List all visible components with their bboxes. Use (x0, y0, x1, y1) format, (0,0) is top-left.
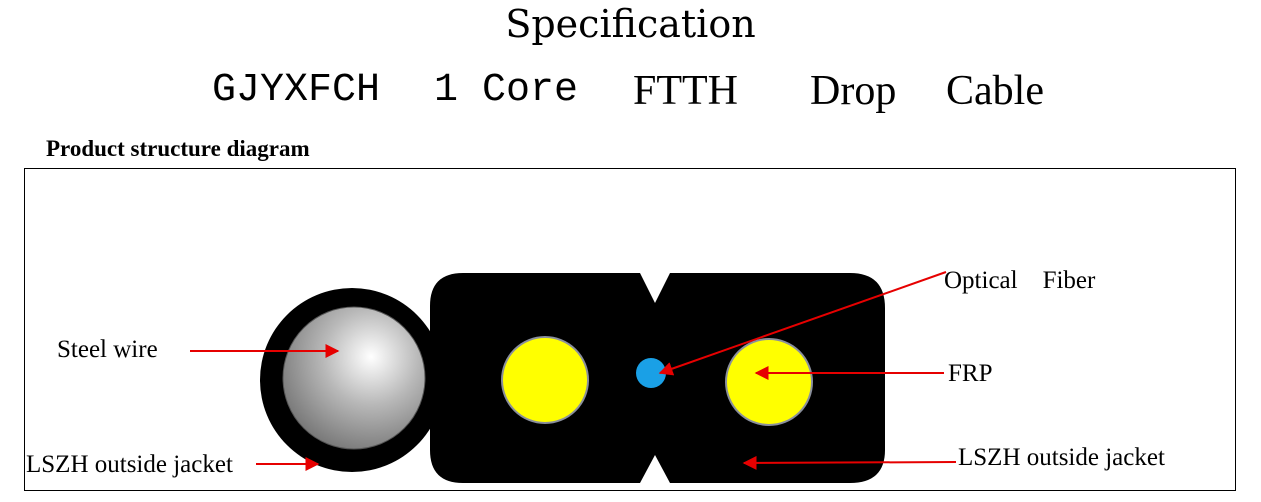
label-lszh-right: LSZH outside jacket (958, 444, 1165, 471)
subtitle-ftth: FTTH (633, 68, 738, 114)
section-heading: Product structure diagram (46, 136, 310, 161)
arrow-lszh-right (742, 455, 957, 470)
spec-title: Specification (505, 2, 756, 46)
optical-fiber (636, 358, 666, 388)
arrow-optical-fiber (658, 271, 947, 376)
subtitle-model: GJYXFCH (212, 68, 381, 113)
steel-wire (282, 306, 426, 450)
label-lszh-left: LSZH outside jacket (26, 451, 233, 478)
frp-right (725, 338, 813, 426)
subtitle-drop: Drop (810, 68, 897, 114)
label-optical-fiber: Optical Fiber (944, 267, 1096, 294)
subtitle-cable: Cable (946, 68, 1044, 114)
frp-left (501, 336, 589, 424)
diagram-frame (24, 168, 1236, 491)
subtitle-core-count: 1 Core (434, 68, 579, 113)
label-steel-wire: Steel wire (57, 336, 158, 363)
label-frp: FRP (948, 360, 992, 387)
